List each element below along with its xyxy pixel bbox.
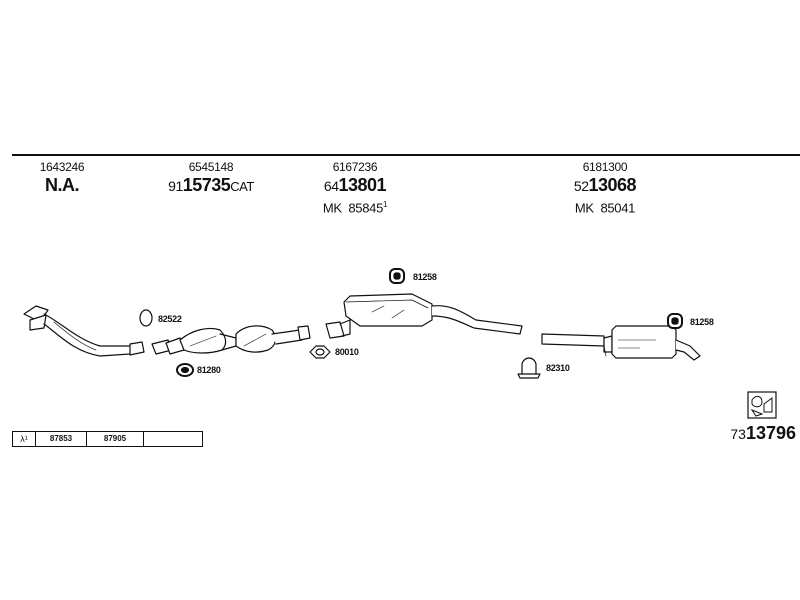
mounting-kit: MK 85041 [574,200,636,216]
mounting-kit: MK 858451 [322,200,388,216]
clamp-kit-icon [747,391,777,419]
lambda-cell: 87905 [87,432,144,446]
ring-81280 [176,363,194,377]
ref-number: 5213068 [573,175,637,195]
label-81258-rear: 81258 [690,317,714,327]
clamp-82310 [517,357,541,379]
kit-number: 7313796 [730,423,796,443]
part-number: 6167236 [332,160,378,174]
label-81258-mid: 81258 [413,272,437,282]
ref-number: 6413801 [323,175,387,195]
label-81280: 81280 [197,365,221,375]
lambda-cell [144,432,202,446]
ref-number: 9115735CAT [168,175,254,195]
gasket-82522 [139,309,153,327]
column-middle-silencer: 6167236 6413801 MK 858451 [300,160,410,216]
header-rule [12,154,800,156]
column-front-pipe: 1643246 N.A. [22,160,102,196]
middle-silencer [325,293,523,339]
lambda-cell: 87853 [36,432,87,446]
label-82310: 82310 [546,363,570,373]
label-82522: 82522 [158,314,182,324]
hanger-81258-mid [389,268,405,284]
column-catalyst: 6545148 9115735CAT [146,160,276,198]
lambda-symbol: λ¹ [13,432,36,446]
hanger-81258-rear [667,313,683,329]
lambda-sensor-table: λ¹ 87853 87905 [12,431,203,447]
part-number: 6545148 [188,160,234,174]
part-number: 1643246 [39,160,85,174]
label-80010: 80010 [335,347,359,357]
part-number: 6181300 [582,160,628,174]
rear-silencer [541,325,701,361]
ref-number: N.A. [45,175,80,195]
column-rear-silencer: 6181300 5213068 MK 85041 [550,160,660,216]
front-pipe [23,305,145,357]
catalyst [151,325,311,355]
gasket-80010 [309,345,331,359]
